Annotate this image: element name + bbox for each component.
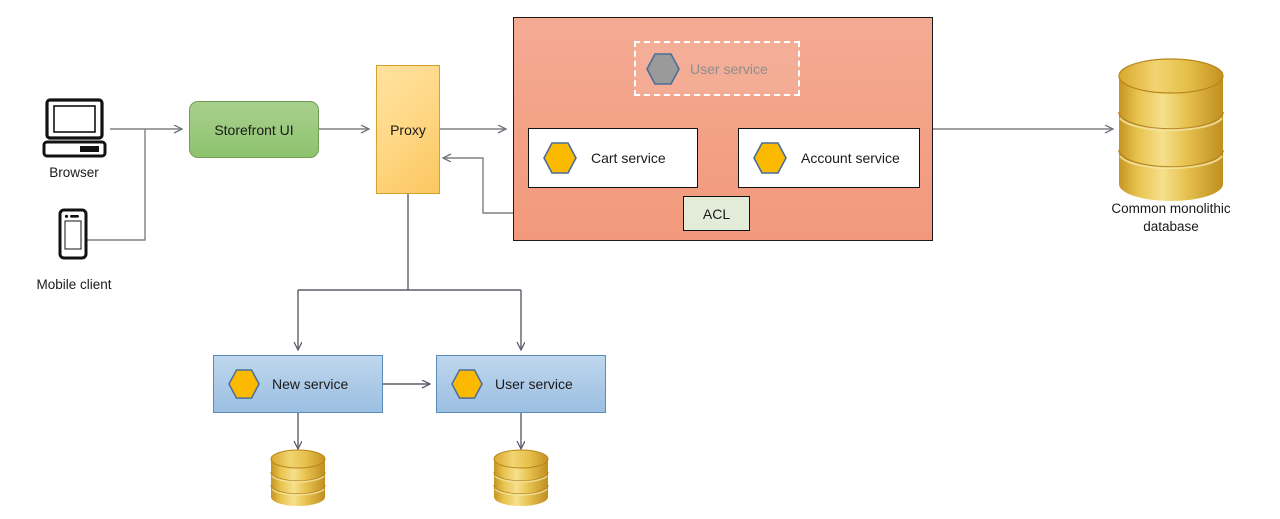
account-service-node[interactable]: Account service: [738, 128, 920, 188]
hexagon-icon: [543, 142, 577, 174]
hexagon-icon: [753, 142, 787, 174]
database-cylinder-icon-common: [1118, 58, 1224, 201]
new-service-node[interactable]: New service: [213, 355, 383, 413]
account-service-label: Account service: [801, 150, 900, 166]
mobile-phone-icon: [58, 208, 88, 260]
user-service-node[interactable]: User service: [436, 355, 606, 413]
browser-label: Browser: [49, 165, 99, 180]
proxy-node[interactable]: Proxy: [376, 65, 440, 194]
user-service-label: User service: [495, 376, 573, 392]
acl-label: ACL: [702, 205, 731, 222]
database-cylinder-icon-user-service: [493, 449, 549, 506]
deprecated-user-service-node[interactable]: User service: [634, 41, 800, 96]
mobile-client-label: Mobile client: [36, 277, 112, 292]
desktop-computer-icon: [42, 98, 107, 158]
cart-service-node[interactable]: Cart service: [528, 128, 698, 188]
hexagon-icon: [646, 52, 680, 85]
cart-service-label: Cart service: [591, 150, 666, 166]
storefront-ui-label: Storefront UI: [214, 121, 294, 138]
deprecated-user-service-label: User service: [690, 60, 768, 77]
new-service-label: New service: [272, 376, 349, 392]
hexagon-icon: [228, 369, 260, 399]
proxy-label: Proxy: [390, 121, 426, 138]
hexagon-icon: [451, 369, 483, 399]
common-database-label: Common monolithic database: [1111, 201, 1231, 235]
database-cylinder-icon-new-service: [270, 449, 326, 506]
storefront-ui-node[interactable]: Storefront UI: [189, 101, 319, 158]
acl-node[interactable]: ACL: [683, 196, 750, 231]
